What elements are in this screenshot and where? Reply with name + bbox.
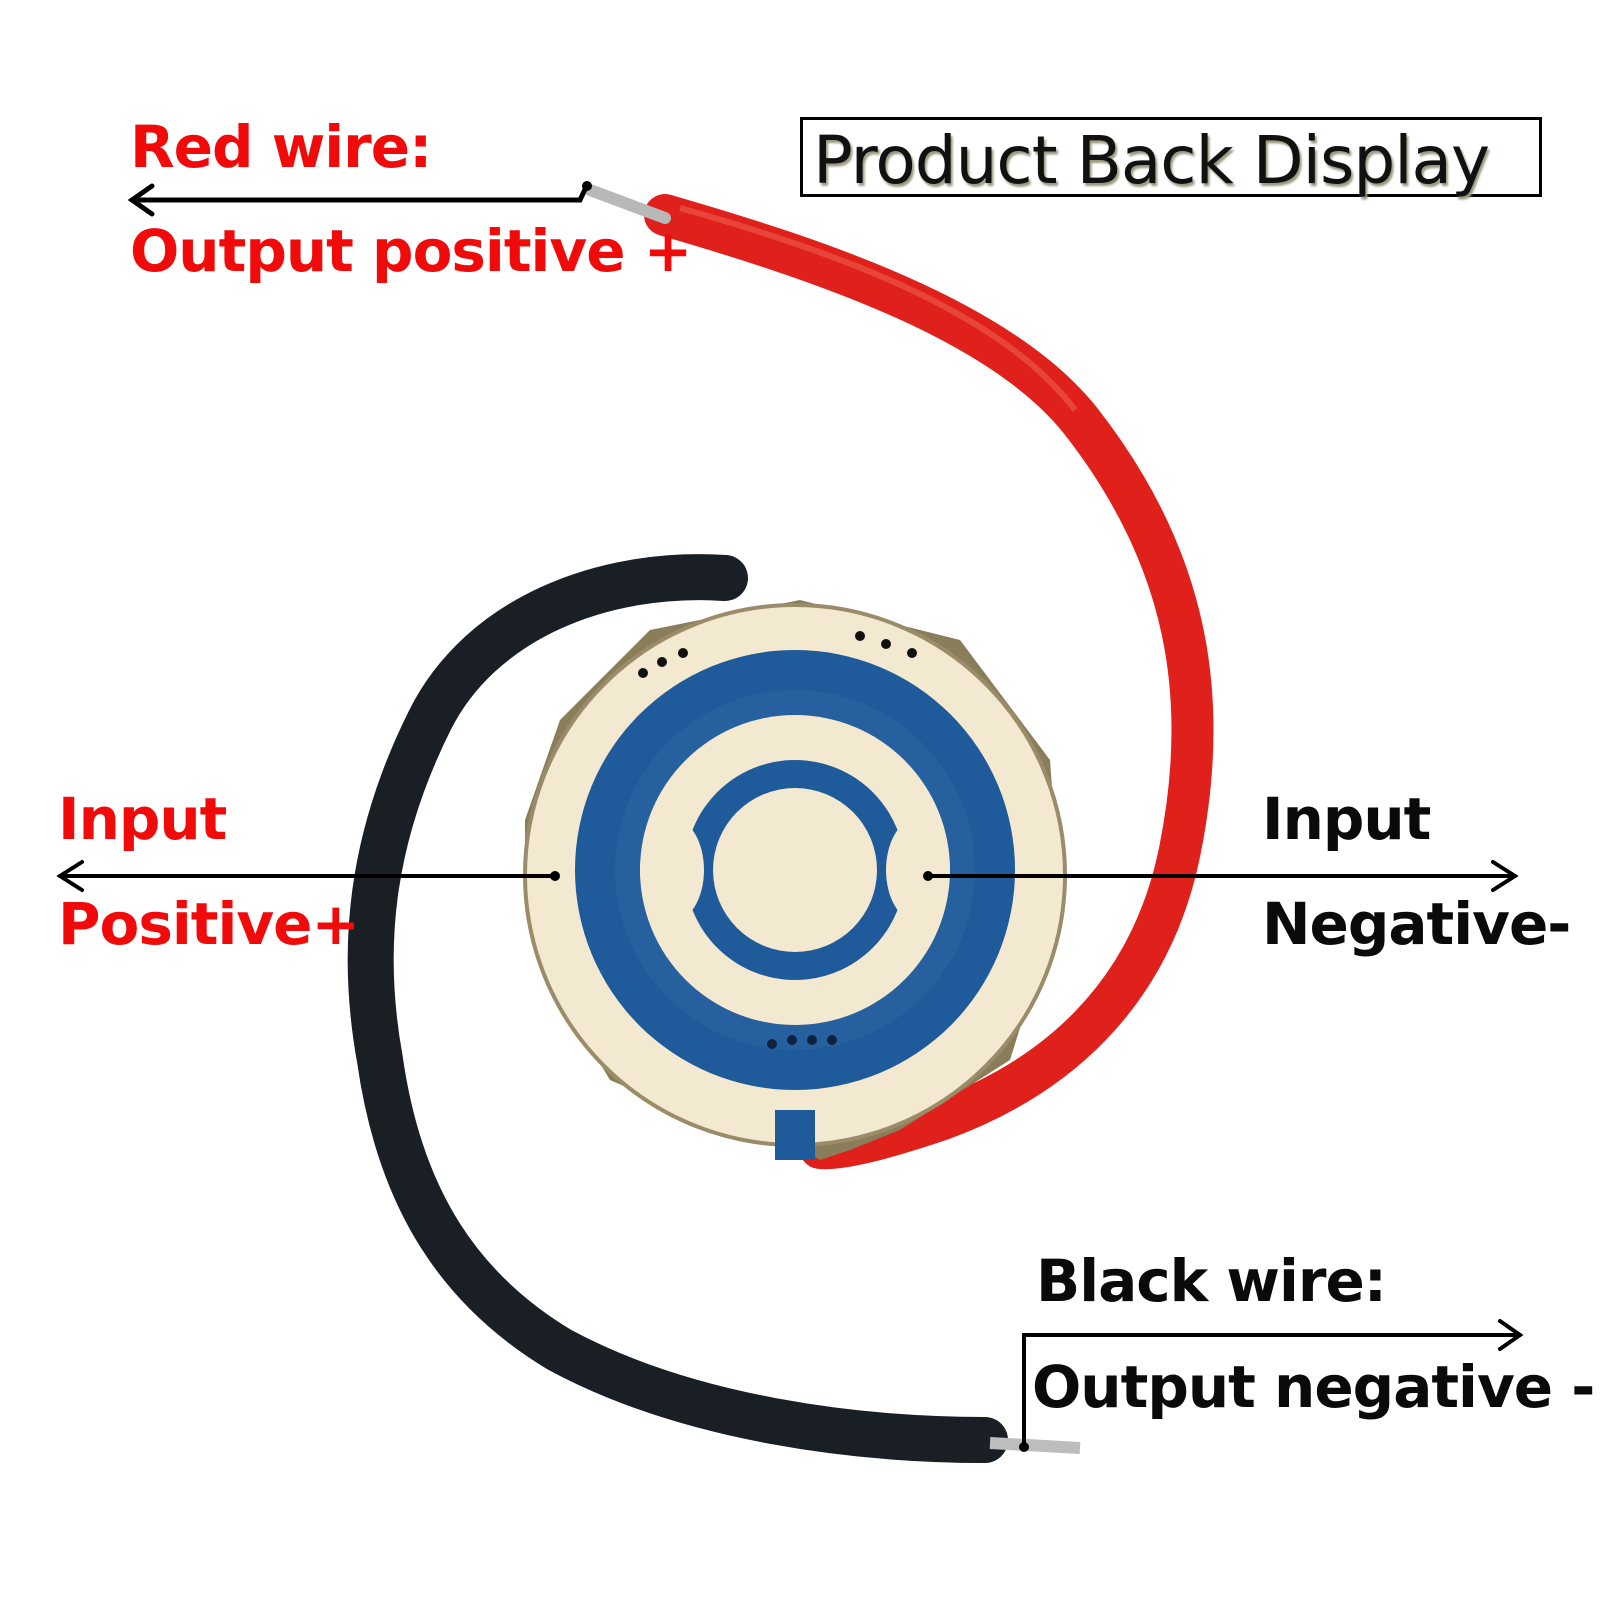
input-negative-pointer <box>926 860 1519 892</box>
red-wire-heading: Red wire: <box>130 113 432 181</box>
black-wire-pointer-dot <box>1019 1442 1029 1452</box>
red-wire <box>644 194 1214 1170</box>
page-title: Product Back Display <box>813 122 1490 199</box>
red-wire-pointer <box>127 182 590 217</box>
input-right-heading: Input <box>1262 785 1431 853</box>
black-wire-description: Output negative - <box>1032 1353 1595 1421</box>
red-wire-description: Output positive + <box>130 217 692 285</box>
red-wire-pointer-dot <box>582 181 592 191</box>
title-box: Product Back Display <box>800 117 1542 199</box>
black-wire-heading: Black wire: <box>1036 1247 1387 1315</box>
pcb-board <box>523 600 1067 1160</box>
black-wire <box>347 554 1008 1463</box>
input-positive-pointer-dot <box>550 871 560 881</box>
input-positive-description: Positive+ <box>58 890 360 958</box>
black-wire-pointer <box>1022 1319 1524 1449</box>
input-negative-description: Negative- <box>1262 890 1571 958</box>
input-left-heading: Input <box>58 785 227 853</box>
input-negative-pointer-dot <box>923 871 933 881</box>
red-wire-highlight <box>679 205 1078 412</box>
input-positive-pointer <box>56 860 557 892</box>
red-wire-tip <box>584 184 671 224</box>
black-wire-tip <box>989 1437 1081 1454</box>
